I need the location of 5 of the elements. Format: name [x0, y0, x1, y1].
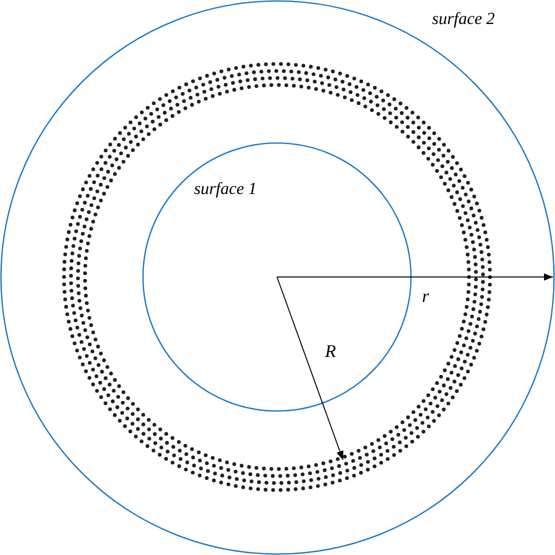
surface-circle	[142, 142, 412, 412]
surface-label: surface 1	[194, 180, 257, 197]
surface-label: surface 2	[432, 10, 495, 27]
radius-label: R	[325, 342, 336, 360]
radius-label: r	[422, 287, 430, 305]
